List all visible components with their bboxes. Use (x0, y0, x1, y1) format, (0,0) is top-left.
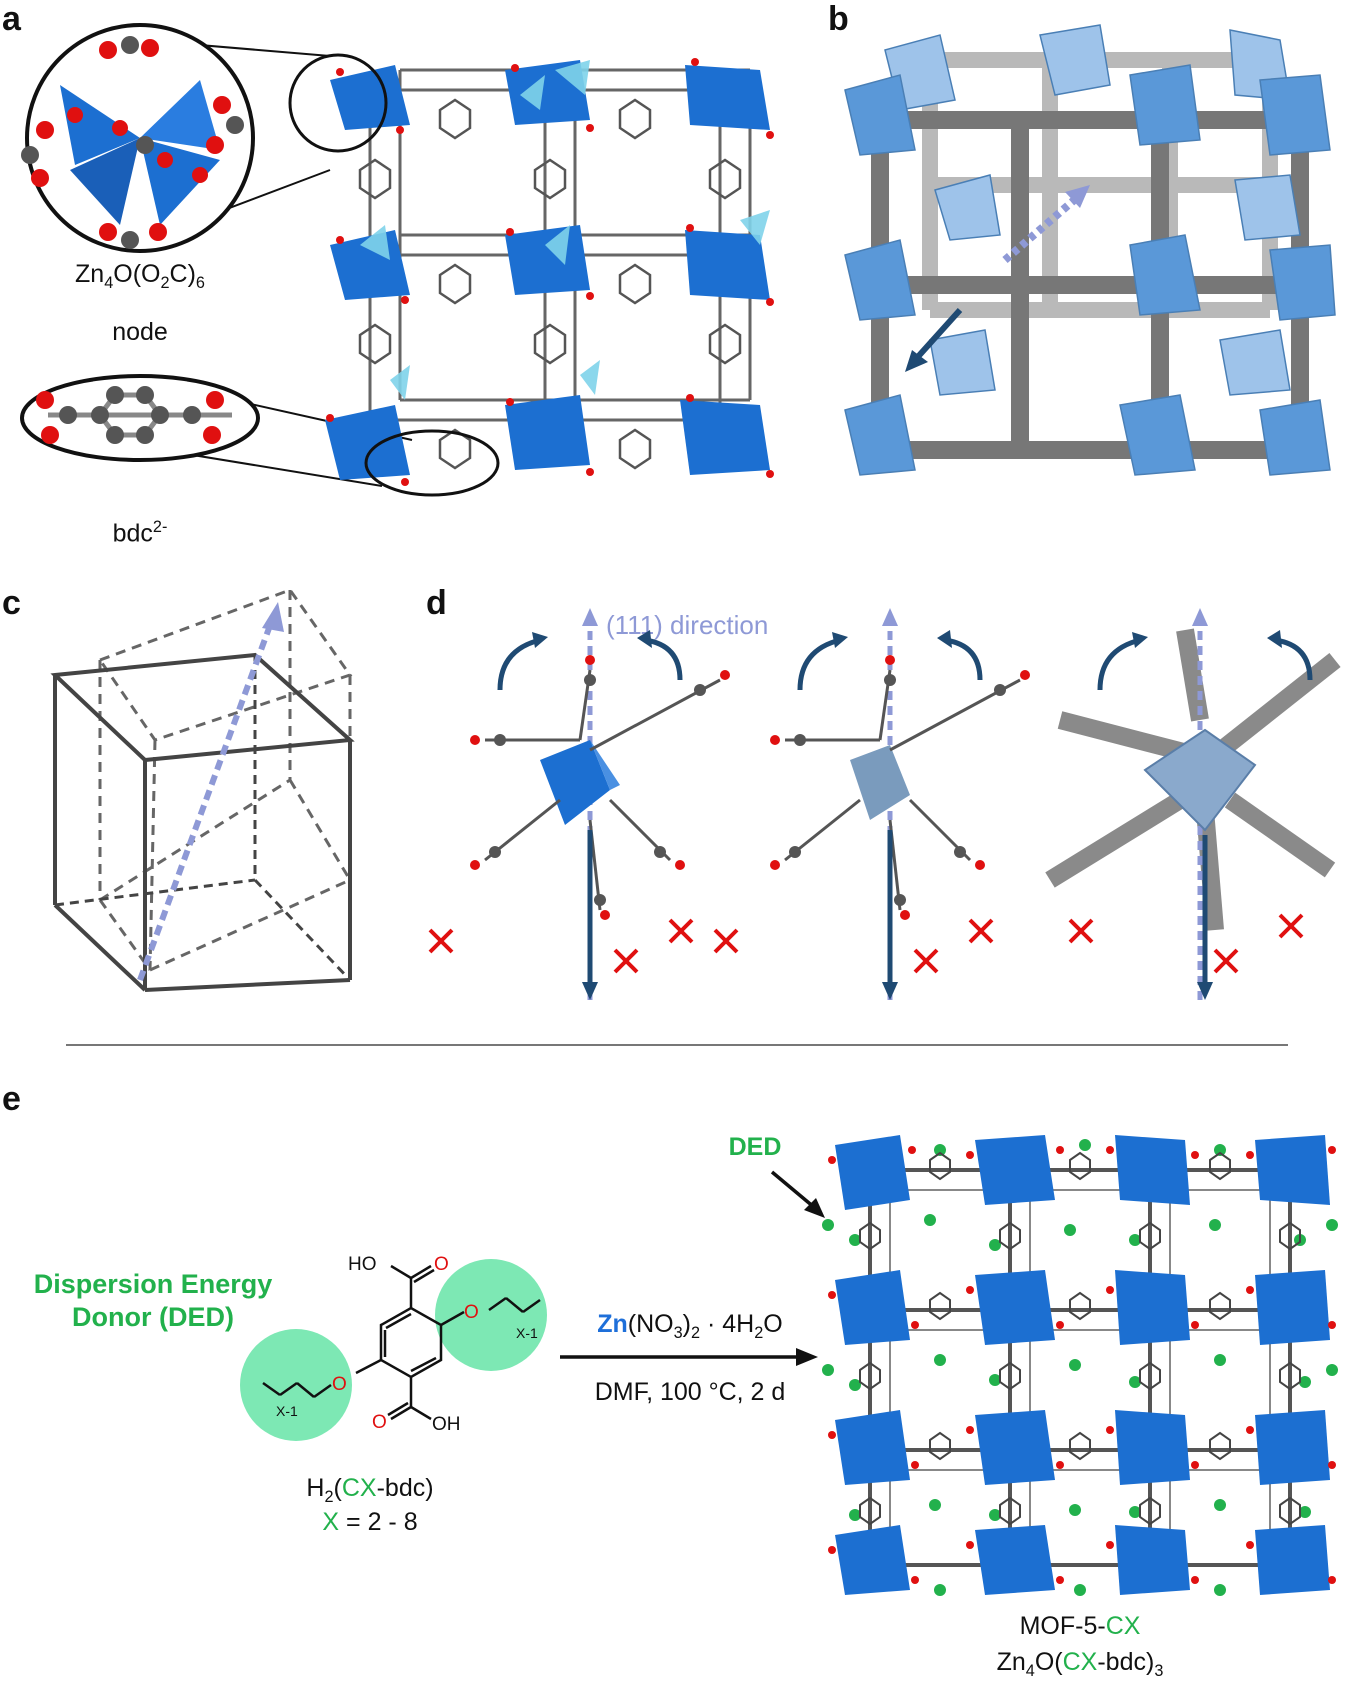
reaction-arrow (560, 1348, 818, 1366)
panel-c-illustration (50, 588, 355, 992)
panel-a-illustration (20, 23, 774, 497)
node-variant-1 (470, 608, 730, 1000)
node-word-label: node (112, 318, 168, 346)
section-divider (66, 1044, 1288, 1046)
product-formula-label: Zn4O(CX-bdc)3 (996, 1648, 1164, 1680)
mof5-cx-lattice (822, 1135, 1338, 1596)
panel-b-letter: b (828, 0, 849, 38)
ded-highlight-right (435, 1259, 547, 1371)
atom-o-right: O (464, 1302, 479, 1323)
blocked-direction-crosses (428, 913, 1304, 974)
direction-arrow-dashed (1002, 191, 1083, 264)
ded-title: Dispersion Energy Donor (DED) (33, 1269, 273, 1332)
panel-a-letter: a (2, 0, 21, 38)
panel-c-letter: c (2, 584, 21, 622)
panel-d-illustration (428, 608, 1341, 1000)
panel-e-letter: e (2, 1080, 21, 1118)
linker-zoom-structure (36, 386, 232, 444)
cube-solid (50, 652, 355, 992)
x-range-label: X = 2 - 8 (322, 1508, 418, 1536)
tetrahedra-nodes (844, 24, 1336, 476)
atom-o-bottom: O (372, 1412, 387, 1433)
node-highlight-circle (288, 53, 388, 153)
molecule-structure: O O O HO O OH X-1 X-1 (240, 1254, 547, 1441)
dark-arrow (912, 307, 963, 363)
node-zoom-structure (21, 36, 244, 249)
atom-o-left: O (332, 1374, 347, 1395)
panel-b-illustration (844, 24, 1336, 476)
reagent-label: Zn(NO3)2 · 4H2O (597, 1310, 783, 1342)
node-variant-3 (1045, 608, 1341, 1000)
ded-pointer-label: DED (728, 1133, 782, 1161)
panel-d-letter: d (426, 584, 447, 622)
node-variant-2 (770, 608, 1030, 1000)
ded-pointer-arrow (770, 1170, 825, 1218)
cube-hidden-edges (54, 655, 352, 982)
direction-label: (111) direction (606, 610, 769, 640)
body-diagonal-arrow (137, 618, 275, 982)
deformed-cube-dashed (97, 588, 353, 972)
product-name-label: MOF-5-CX (1019, 1612, 1141, 1640)
atom-ho: HO (348, 1254, 377, 1275)
mof5-lattice (288, 53, 774, 497)
chain-label-left: X-1 (276, 1403, 298, 1419)
chain-label-right: X-1 (516, 1325, 538, 1341)
linker-highlight-ellipse (364, 429, 500, 497)
linker-label: bdc2- (112, 518, 168, 548)
front-cube (871, 111, 1309, 459)
atom-o-top: O (434, 1254, 449, 1275)
node-formula-label: Zn4O(O2C)6 (75, 260, 205, 292)
conditions-label: DMF, 100 °C, 2 d (594, 1378, 786, 1406)
linker-zoom-ellipse (20, 374, 260, 462)
atom-oh: OH (432, 1414, 461, 1435)
molecule-name-label: H2(CX-bdc) (306, 1474, 434, 1506)
